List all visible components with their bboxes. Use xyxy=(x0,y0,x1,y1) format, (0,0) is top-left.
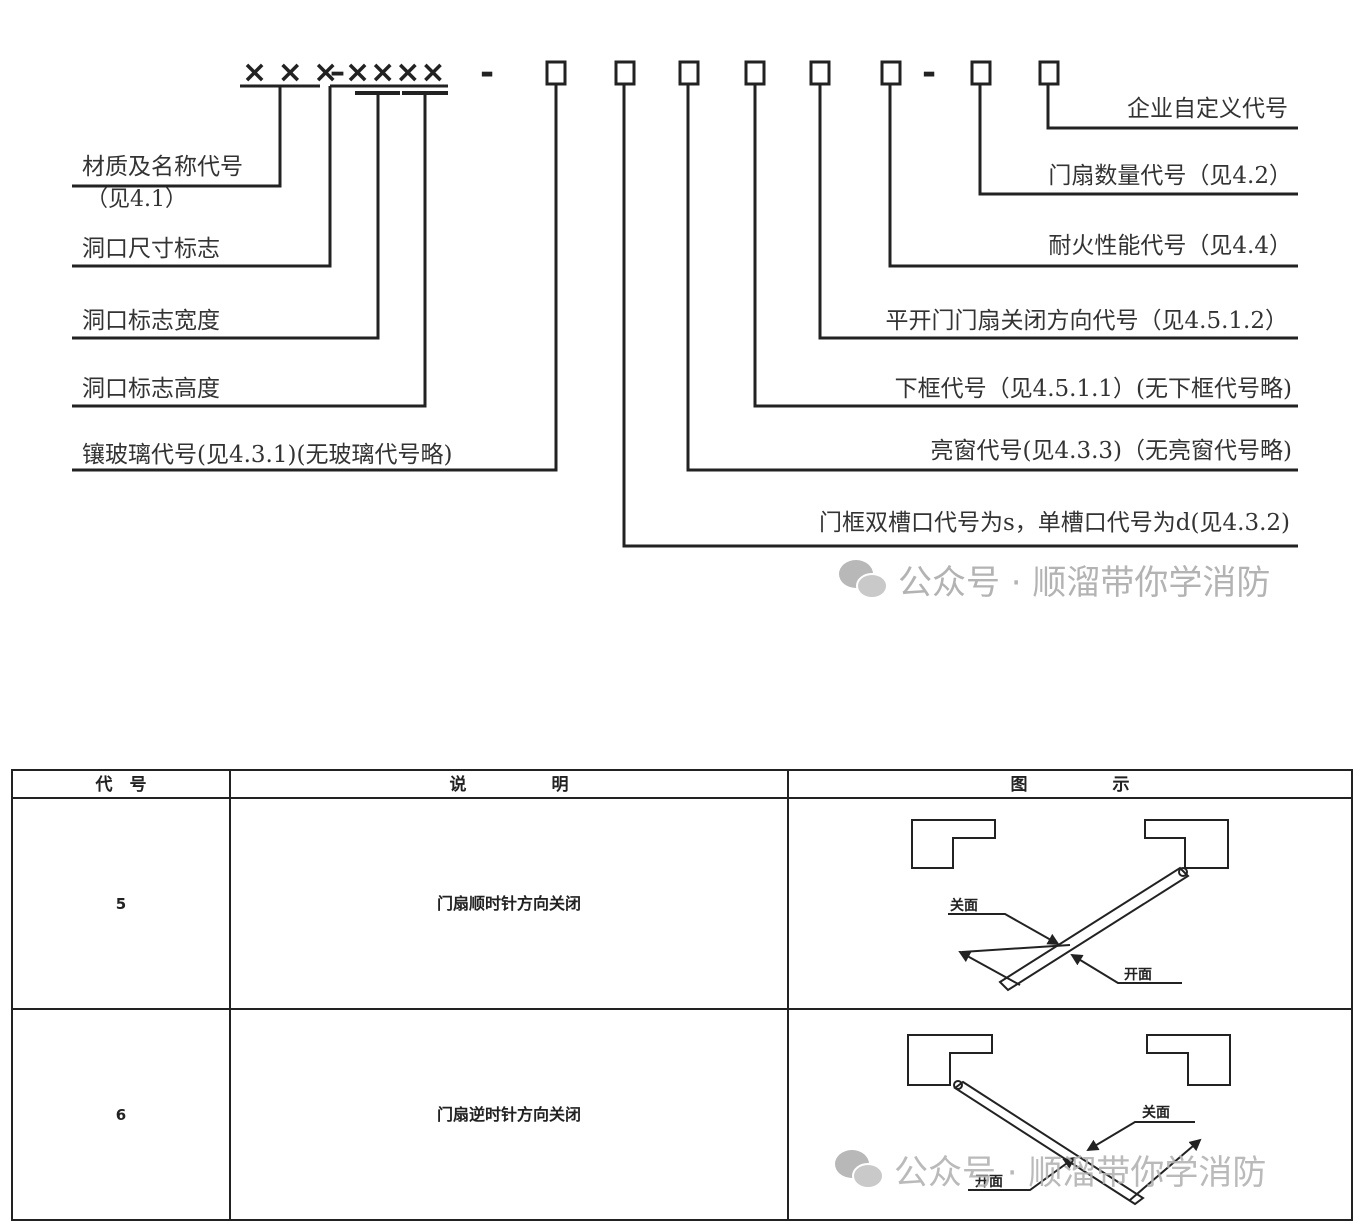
code-box-2 xyxy=(614,60,636,86)
watermark-text-bottom: 公众号 · 顺溜带你学消防 xyxy=(894,1153,1266,1193)
watermark-bottom: 公众号 · 顺溜带你学消防 xyxy=(835,1150,1266,1193)
leader-rebate xyxy=(622,84,1298,548)
label-transom: 亮窗代号(见4.3.3)（无亮窗代号略) xyxy=(931,438,1292,464)
row2-open-leader xyxy=(968,1156,1076,1191)
row2-code: 6 xyxy=(116,1106,126,1124)
label-material-ref: （见4.1） xyxy=(86,187,187,212)
right-labels: 企业自定义代号 门扇数量代号（见4.2） 耐火性能代号（见4.4） 平开门门扇关… xyxy=(819,96,1292,536)
code-dash-1: - xyxy=(480,53,494,93)
wechat-icon xyxy=(839,560,888,599)
table-header: 代 号 说 明 图 示 xyxy=(95,774,1130,795)
row2-close-leader xyxy=(1086,1121,1195,1152)
row2-open-label: 开面 xyxy=(975,1174,1003,1190)
header-desc: 说 明 xyxy=(450,774,569,795)
label-rebate: 门框双槽口代号为s，单槽口代号为d(见4.3.2) xyxy=(819,510,1290,536)
label-material: 材质及名称代号 xyxy=(82,154,243,180)
code-box-4 xyxy=(744,60,766,86)
table-border xyxy=(11,769,1353,1221)
watermark-text-top: 公众号 · 顺溜带你学消防 xyxy=(898,563,1270,603)
row1-close-label: 关面 xyxy=(950,897,978,914)
row1-close-leader xyxy=(948,913,1060,945)
direction-table xyxy=(11,769,1353,1221)
code-box-1 xyxy=(545,60,567,86)
table-row: 6 门扇逆时针方向关闭 xyxy=(116,1105,581,1124)
watermark-top: 公众号 · 顺溜带你学消防 xyxy=(839,560,1270,603)
label-height: 洞口标志高度 xyxy=(82,376,220,402)
code-dash-2: - xyxy=(922,53,936,93)
row1-frame-left xyxy=(911,819,996,869)
header-code: 代 号 xyxy=(95,774,147,795)
leader-bottom-frame xyxy=(753,84,1298,408)
code-structure-diagram: × × × –×××× - - xyxy=(72,53,1298,548)
leader-height xyxy=(72,93,427,408)
label-glass: 镶玻璃代号(见4.3.1)(无玻璃代号略) xyxy=(82,442,452,468)
table-row: 5 门扇顺时针方向关闭 xyxy=(116,894,581,913)
label-leaf-count: 门扇数量代号（见4.2） xyxy=(1048,163,1292,189)
label-size: 洞口尺寸标志 xyxy=(82,236,220,262)
leader-custom xyxy=(1046,84,1298,130)
row2-close-label: 关面 xyxy=(1142,1104,1170,1121)
header-figure: 图 示 xyxy=(1011,775,1130,795)
row1-code: 5 xyxy=(116,895,126,913)
row1-arrow xyxy=(958,951,1021,986)
wechat-icon xyxy=(835,1150,884,1189)
code-box-3 xyxy=(678,60,700,86)
leader-material xyxy=(72,86,282,188)
row2-arrow xyxy=(1129,1138,1202,1201)
label-custom: 企业自定义代号 xyxy=(1127,96,1288,122)
row2-frame-left xyxy=(907,1034,993,1086)
label-width: 洞口标志宽度 xyxy=(82,308,220,334)
row1-door-leaf xyxy=(998,866,1190,992)
row2-hinge xyxy=(953,1080,963,1090)
label-fire: 耐火性能代号（见4.4） xyxy=(1048,233,1292,259)
code-box-8 xyxy=(1038,60,1060,86)
row1-frame-right xyxy=(1144,819,1229,869)
left-labels: 材质及名称代号 （见4.1） 洞口尺寸标志 洞口标志宽度 洞口标志高度 镶玻璃代… xyxy=(82,154,452,468)
code-box-6 xyxy=(880,60,902,86)
row2-frame-right xyxy=(1146,1034,1231,1086)
label-bottom-frame: 下框代号（见4.5.1.1）(无下框代号略) xyxy=(895,376,1292,402)
code-box-7 xyxy=(970,60,992,86)
code-prefix-x: × × × xyxy=(242,55,338,90)
row1-open-label: 开面 xyxy=(1124,967,1152,983)
leader-leaf-count xyxy=(978,84,1298,196)
leader-direction xyxy=(818,84,1298,340)
row1-open-leader xyxy=(1070,953,1182,984)
leader-size xyxy=(72,86,332,268)
row1-hinge xyxy=(1178,867,1188,877)
label-direction: 平开门门扇关闭方向代号（见4.5.1.2） xyxy=(886,308,1288,334)
row1-desc: 门扇顺时针方向关闭 xyxy=(437,894,581,913)
leader-fire xyxy=(888,84,1298,268)
code-prefix-x2: –×××× xyxy=(330,55,446,90)
row2-desc: 门扇逆时针方向关闭 xyxy=(437,1105,581,1124)
leader-glass xyxy=(72,84,558,472)
row2-figure xyxy=(907,1034,1231,1206)
leader-width xyxy=(72,93,380,340)
leader-transom xyxy=(686,84,1298,472)
row1-figure xyxy=(911,819,1229,992)
code-box-5 xyxy=(809,60,831,86)
